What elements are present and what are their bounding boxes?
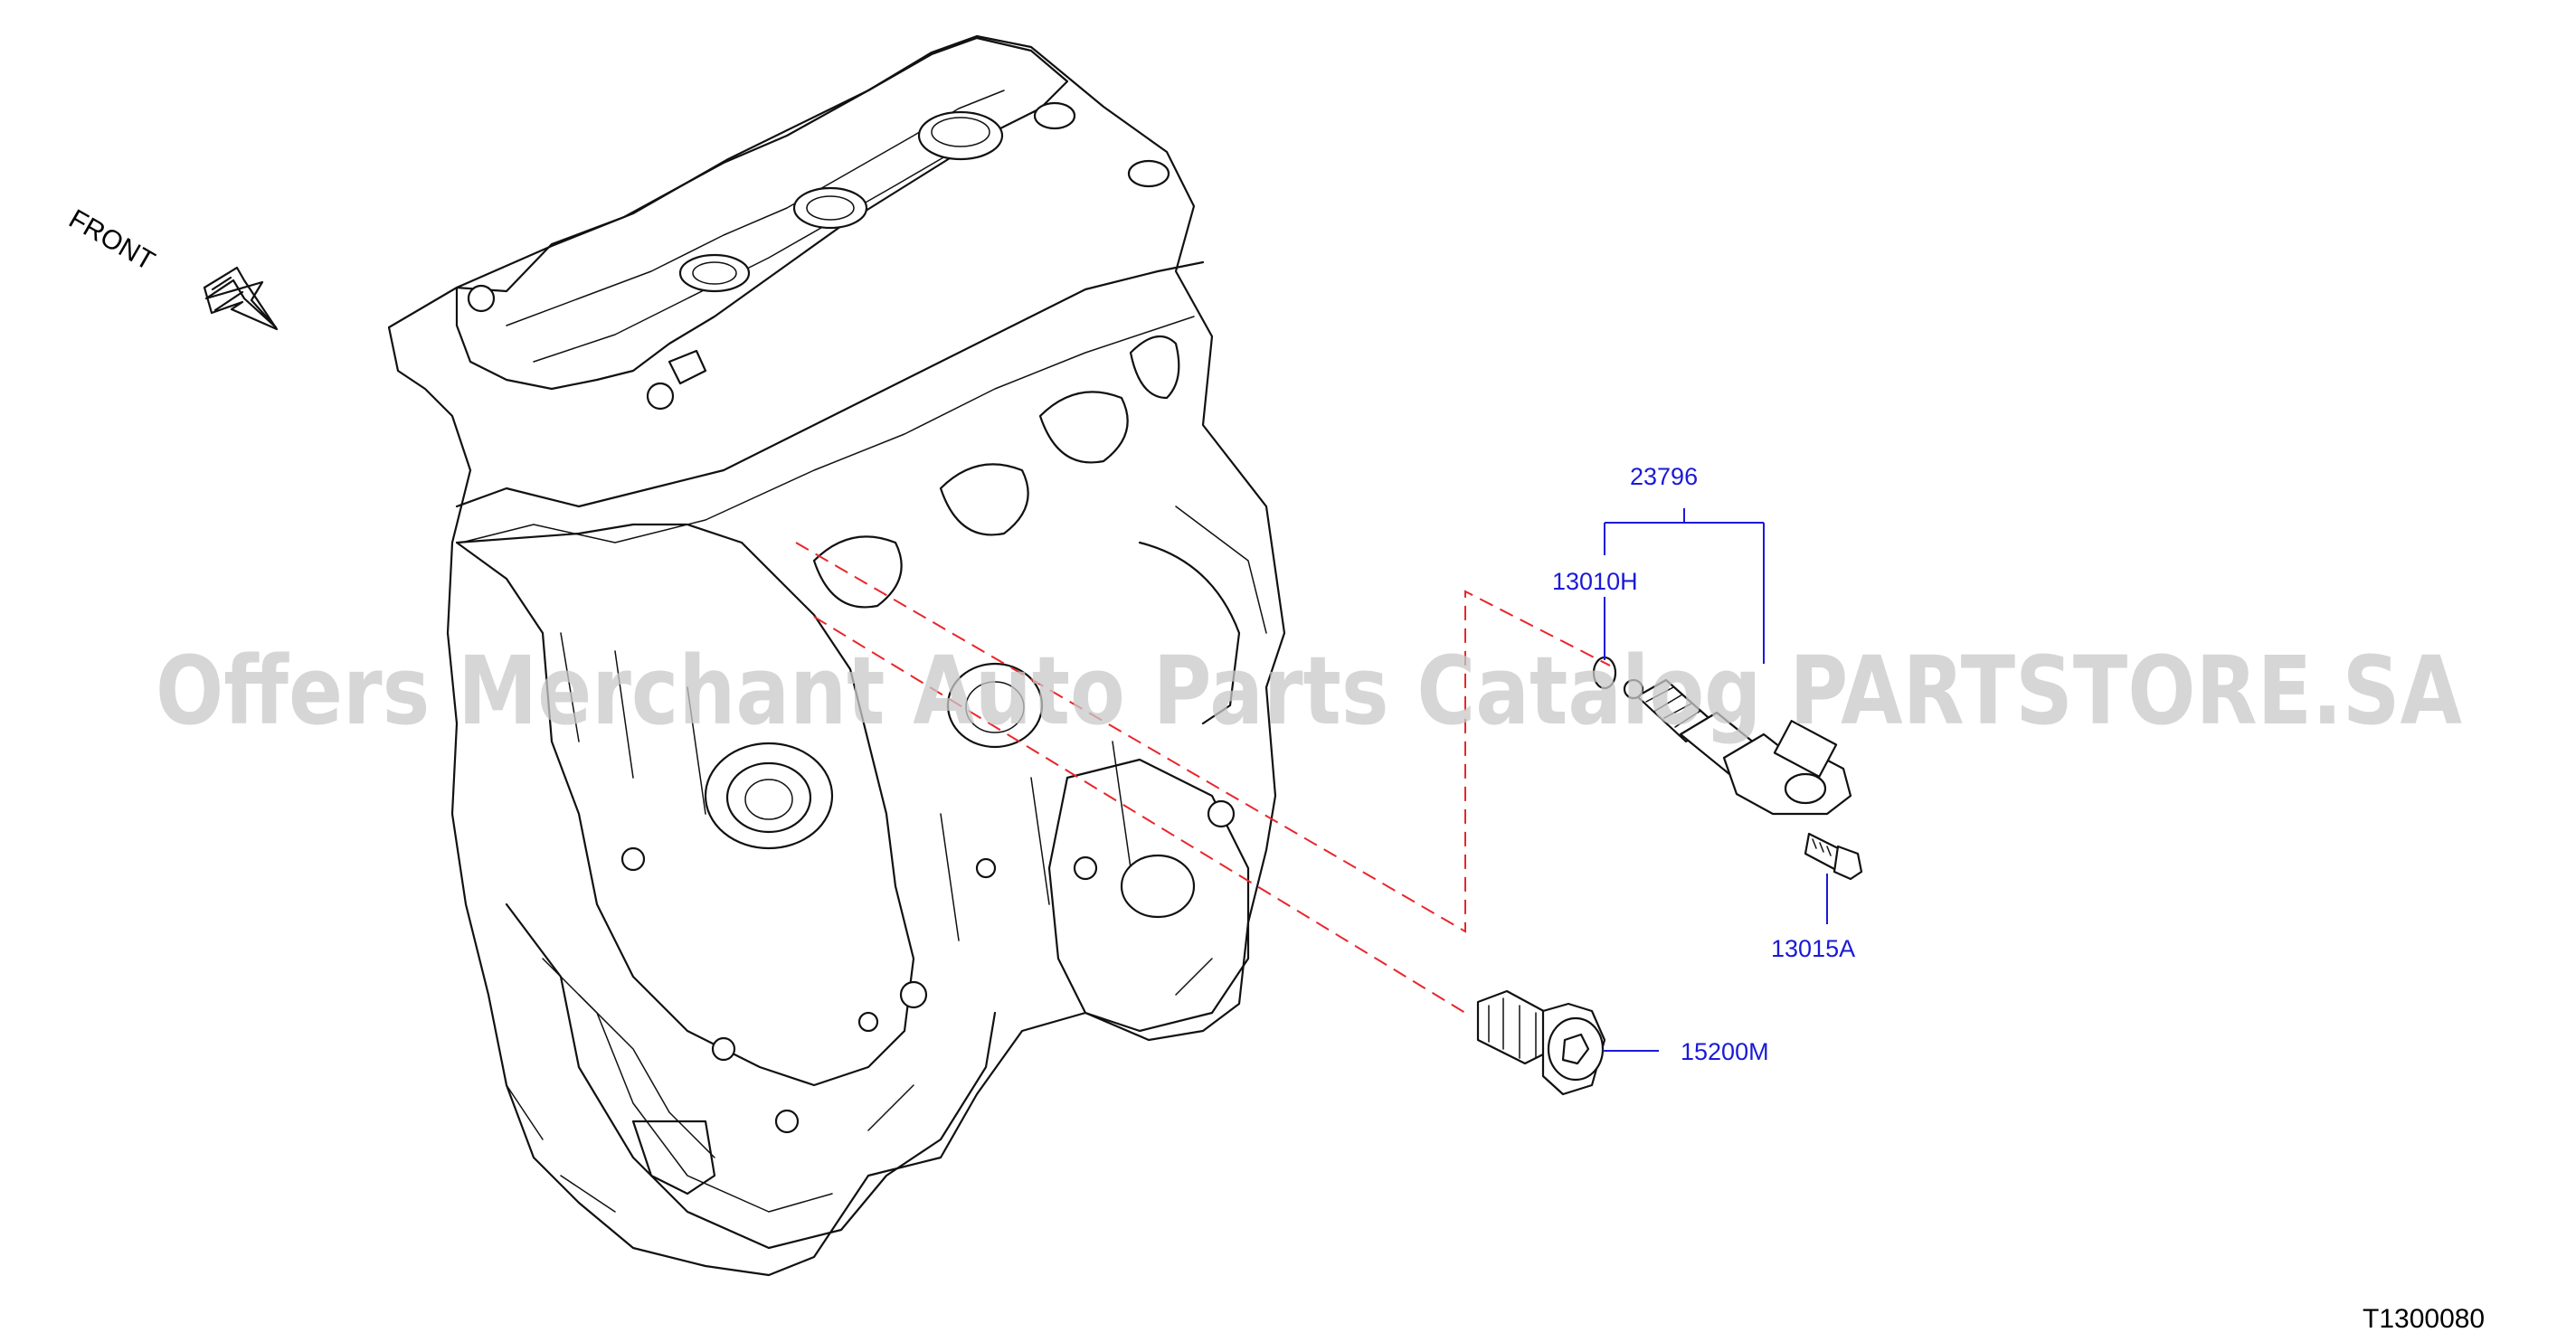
callout-bolt[interactable]: 13015A xyxy=(1771,935,1855,962)
watermark-text: Offers Merchant Auto Parts Catalog PARTS… xyxy=(156,636,2462,746)
oil-control-valve xyxy=(1623,678,1852,816)
callout-assembly[interactable]: 23796 xyxy=(1630,463,1698,490)
diagram-code: T1300080 xyxy=(2363,1304,2485,1334)
front-arrow-outline xyxy=(203,266,279,331)
callout-oil-filter[interactable]: 15200M xyxy=(1681,1038,1769,1065)
oil-filter xyxy=(1476,989,1606,1096)
callout-leaders xyxy=(1603,508,1828,1052)
oil-filler-cap xyxy=(917,110,1004,161)
bolt xyxy=(1804,832,1863,881)
installation-guide-lines xyxy=(795,542,1611,1014)
ocv-bore xyxy=(946,662,1044,749)
front-indicator: FRONT xyxy=(64,203,279,331)
engine-block-illustration xyxy=(387,34,1286,1277)
guide-line-filter xyxy=(813,616,1466,1014)
callout-o-ring[interactable]: 13010H xyxy=(1552,568,1638,595)
guide-line-ocv xyxy=(795,542,1611,933)
front-label: FRONT xyxy=(64,203,160,276)
leader-assembly xyxy=(1604,508,1765,664)
